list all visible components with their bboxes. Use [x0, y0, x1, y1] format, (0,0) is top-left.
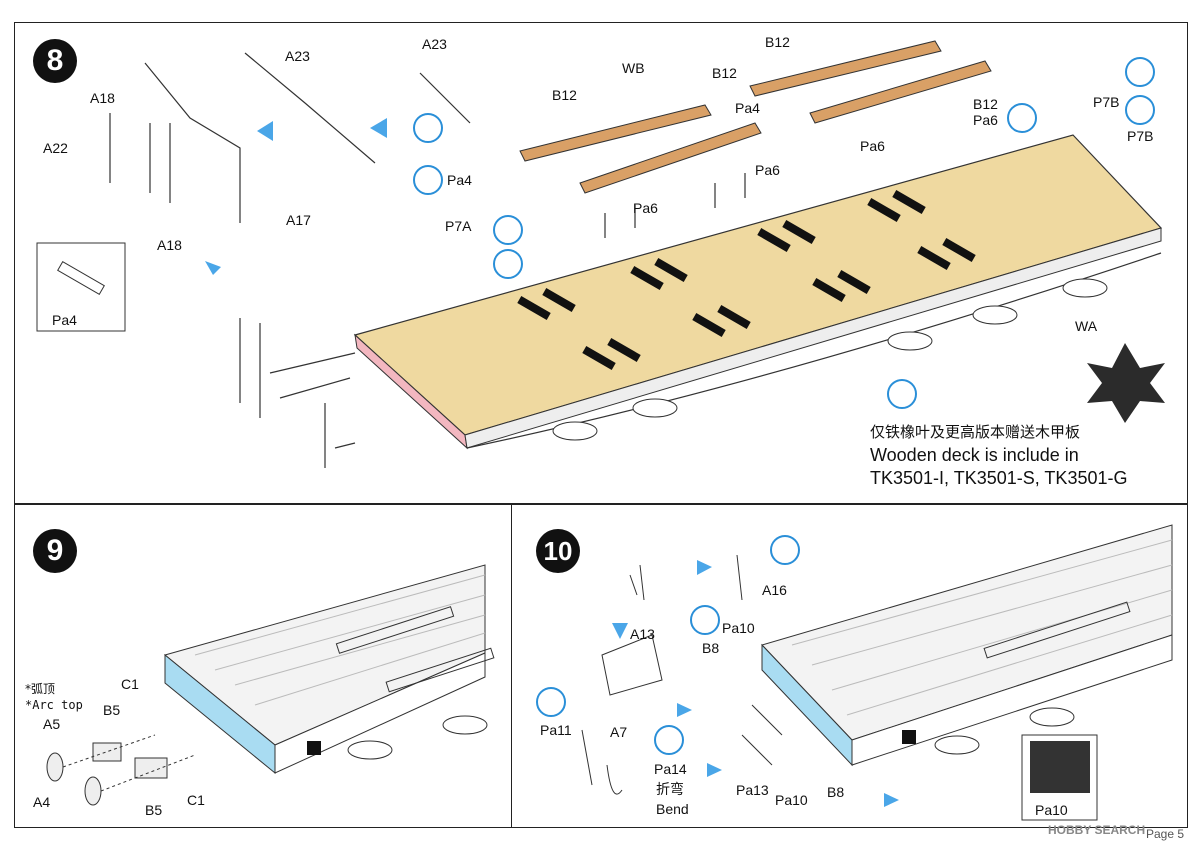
part-label-pa6: Pa6	[973, 112, 998, 128]
part-label-b8: B8	[827, 784, 845, 800]
part-label-pa11: Pa11	[540, 722, 572, 738]
part-label-pa14: Pa14	[654, 761, 687, 777]
arc-top-note-en: *Arc top	[25, 698, 83, 712]
part-label-pa6: Pa6	[755, 162, 780, 178]
part-label-c1: C1	[121, 676, 139, 692]
part-label-pa4: Pa4	[735, 100, 760, 116]
part-label-b8: B8	[702, 640, 720, 656]
part-label-wb: WB	[622, 60, 645, 76]
glue-drop-icon	[887, 379, 917, 409]
part-label-c1: C1	[187, 792, 205, 808]
part-label-a16: A16	[762, 582, 787, 598]
glue-drop-icon	[536, 687, 566, 717]
note-line-1: Wooden deck is include in	[870, 445, 1079, 465]
part-label-pa10: Pa10	[775, 792, 808, 808]
glue-drop-icon	[1007, 103, 1037, 133]
note-line-2: TK3501-I, TK3501-S, TK3501-G	[870, 468, 1128, 488]
part-label-pa6: Pa6	[633, 200, 658, 216]
part-label-p7a: P7A	[445, 218, 472, 234]
glue-drop-icon	[654, 725, 684, 755]
step-10-panel: 10 A16 A13 Pa10 B8 Pa11 A7 Pa14 折弯 Bend …	[511, 504, 1188, 828]
part-label-a7: A7	[610, 724, 628, 740]
page-number: Page 5	[1146, 827, 1185, 841]
part-label-a4: A4	[33, 794, 51, 810]
part-label-b12: B12	[765, 34, 790, 50]
glue-drop-icon	[493, 249, 523, 279]
glue-drop-icon	[690, 605, 720, 635]
wooden-deck-note: 仅铁橡叶及更高版本赠送木甲板 Wooden deck is include in…	[870, 421, 1127, 490]
part-label-a22: A22	[43, 140, 68, 156]
step-8-drawing	[36, 40, 1165, 468]
arc-top-note-cn: *弧顶	[25, 682, 56, 696]
step-10-drawing	[581, 524, 1173, 821]
step-number-9: 9	[33, 529, 77, 573]
part-label-pa4: Pa4	[52, 312, 77, 328]
part-label-a5: A5	[43, 716, 61, 732]
part-label-p7b: P7B	[1127, 128, 1154, 144]
bend-label-en: Bend	[656, 801, 689, 817]
part-label-b12: B12	[552, 87, 577, 103]
part-label-a18: A18	[90, 90, 115, 106]
part-label-a23: A23	[285, 48, 310, 64]
part-label-b5: B5	[145, 802, 163, 818]
step-9-panel: 9 *弧顶 *Arc top C1 B5 A5 A4 B5 C1	[14, 504, 512, 828]
glue-icon	[770, 535, 800, 565]
step-9-drawing	[46, 564, 495, 806]
part-label-pa10: Pa10	[722, 620, 755, 636]
part-label-pa4: Pa4	[447, 172, 472, 188]
part-label-b12: B12	[973, 96, 998, 112]
part-label-b12: B12	[712, 65, 737, 81]
bend-label-cn: 折弯	[656, 782, 684, 798]
part-label-a13: A13	[630, 626, 655, 642]
symmetric-icon	[493, 215, 523, 245]
part-label-pa6: Pa6	[860, 138, 885, 154]
symmetric-icon	[1125, 95, 1155, 125]
note-chinese: 仅铁橡叶及更高版本赠送木甲板	[870, 423, 1081, 441]
glue-drop-icon	[1125, 57, 1155, 87]
part-label-a23: A23	[422, 36, 447, 52]
part-label-pa10: Pa10	[1035, 802, 1068, 818]
step-number-8: 8	[33, 39, 77, 83]
step-8-panel: 8 A23 A23 A18 A22 A18 A17 Pa4 WB B12 B12…	[14, 22, 1188, 504]
part-label-p7b: P7B	[1093, 94, 1120, 110]
step-number-10: 10	[536, 529, 580, 573]
glue-drop-icon	[413, 165, 443, 195]
part-label-a18: A18	[157, 237, 182, 253]
part-label-wa: WA	[1075, 318, 1098, 334]
part-label-a17: A17	[286, 212, 311, 228]
part-label-pa13: Pa13	[736, 782, 769, 798]
part-label-b5: B5	[103, 702, 121, 718]
watermark: HOBBY SEARCH	[1048, 823, 1146, 837]
glue-icon	[413, 113, 443, 143]
